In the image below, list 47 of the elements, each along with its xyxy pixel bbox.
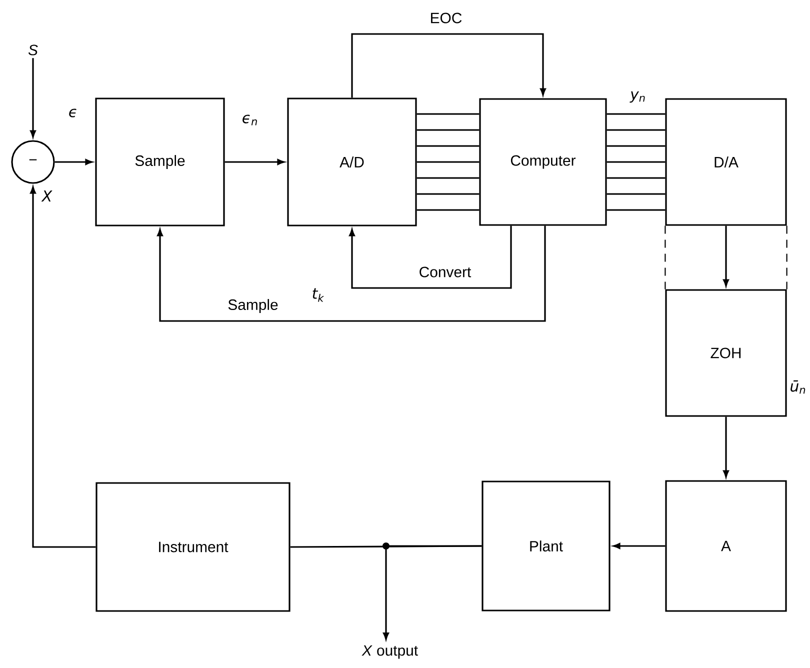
edge-label: EOC: [431, 12, 462, 24]
edge-label: X: [41, 190, 52, 202]
arrow: [157, 226, 546, 322]
process-box: Instrument: [96, 482, 290, 612]
connector-line: [606, 113, 666, 115]
connector-line: [606, 209, 666, 211]
arrow: [54, 159, 92, 165]
process-box: A: [665, 480, 787, 612]
process-box: Plant: [482, 480, 610, 612]
arrow: [351, 33, 546, 98]
arrow: [30, 58, 36, 138]
connector-line: [606, 177, 666, 179]
dashed-line: [664, 226, 666, 290]
edge-label: Convert: [420, 266, 472, 278]
process-box: D/A: [665, 98, 787, 226]
signal-label: t$_{k}$: [312, 288, 324, 302]
connector-line: [416, 113, 480, 115]
dashed-line: [786, 226, 788, 290]
edge-label: Sample: [228, 299, 278, 313]
arrow: [383, 545, 482, 640]
process-box: Computer: [479, 98, 607, 226]
summing-junction: −: [11, 140, 55, 184]
edge-label: ū$_{n}$: [790, 380, 806, 394]
connector-line: [416, 193, 480, 195]
connector-line: [606, 145, 666, 147]
arrow: [723, 416, 729, 478]
arrow: [723, 226, 729, 286]
edge-label: ϵ$_{n}$: [242, 114, 257, 126]
arrow: [224, 159, 284, 165]
process-box: Sample: [95, 98, 225, 226]
arrow: [349, 226, 512, 289]
arrow: [30, 186, 96, 548]
connector-line: [606, 129, 666, 131]
arrow: [613, 543, 666, 549]
edge-label: y$_{n}$: [630, 91, 645, 103]
connector-line: [416, 129, 480, 131]
process-box: ZOH: [665, 289, 787, 417]
connector-line: [416, 209, 480, 211]
connector-line: [416, 177, 480, 179]
connector-line: [416, 161, 480, 163]
signal-label: X output: [362, 645, 418, 659]
connector-line: [606, 193, 666, 195]
process-box: A/D: [287, 98, 417, 226]
signal-label: S: [28, 44, 38, 56]
connector-line: [416, 145, 480, 147]
edge-label: ϵ: [69, 108, 76, 118]
connector-line: [606, 161, 666, 163]
